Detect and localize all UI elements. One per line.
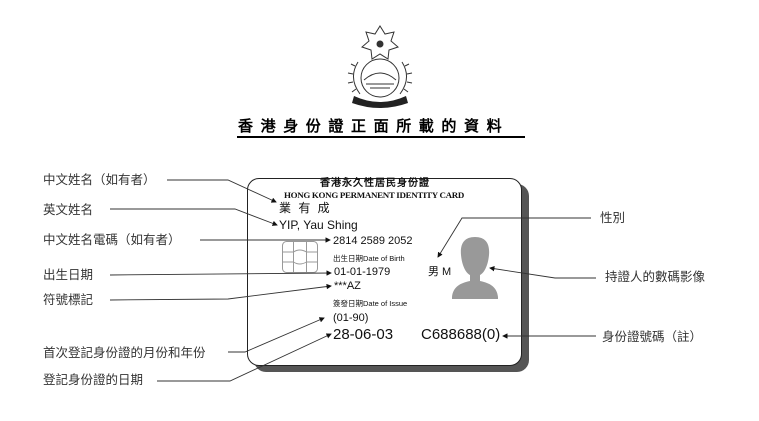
chip-icon [282,241,318,273]
card-symbols: ***AZ [334,280,361,292]
emblem-icon [347,25,413,108]
label-first-registration: 首次登記身份證的月份和年份 [43,345,206,360]
card-id-number: C688688(0) [421,326,501,343]
label-english-name: 英文姓名 [43,202,94,217]
card-issue-date: 28-06-03 [333,326,394,343]
label-photo: 持證人的數碼影像 [605,269,706,284]
leader-issue-date [157,333,332,382]
card-chinese-name: 業 有 成 [279,201,332,215]
card-issue-label: 簽發日期Date of Issue [333,299,408,308]
card-sex: 男 M [428,266,452,278]
card-first-registration: (01-90) [333,312,369,324]
photo-silhouette-icon [452,237,498,299]
leader-chinese-name [167,179,277,203]
card-dob: 01-01-1979 [334,266,391,278]
card-english-name: YIP, Yau Shing [279,218,358,232]
label-id-number: 身份證號碼（註） [602,329,703,344]
label-dob: 出生日期 [43,267,94,282]
leader-symbols [109,283,332,301]
label-chinese-name: 中文姓名（如有者） [43,172,156,187]
card-dob-label: 出生日期Date of Birth [333,254,405,263]
label-symbols: 符號標記 [43,292,94,307]
leader-english-name [110,208,278,226]
label-issue-date: 登記身份證的日期 [43,372,144,387]
card-header-en: HONG KONG PERMANENT IDENTITY CARD [284,190,465,200]
page-title: 香港身份證正面所載的資料 [238,117,510,135]
leader-first-reg [228,317,325,353]
leader-dob [109,270,332,276]
leader-photo [489,266,596,279]
card-header-zh: 香港永久性居民身份證 [320,178,430,189]
label-ccc: 中文姓名電碼（如有者） [43,232,181,247]
card-ccc: 2814 2589 2052 [333,235,413,247]
label-sex: 性別 [600,210,626,225]
leader-sex [437,217,591,258]
title-underline [237,136,525,138]
